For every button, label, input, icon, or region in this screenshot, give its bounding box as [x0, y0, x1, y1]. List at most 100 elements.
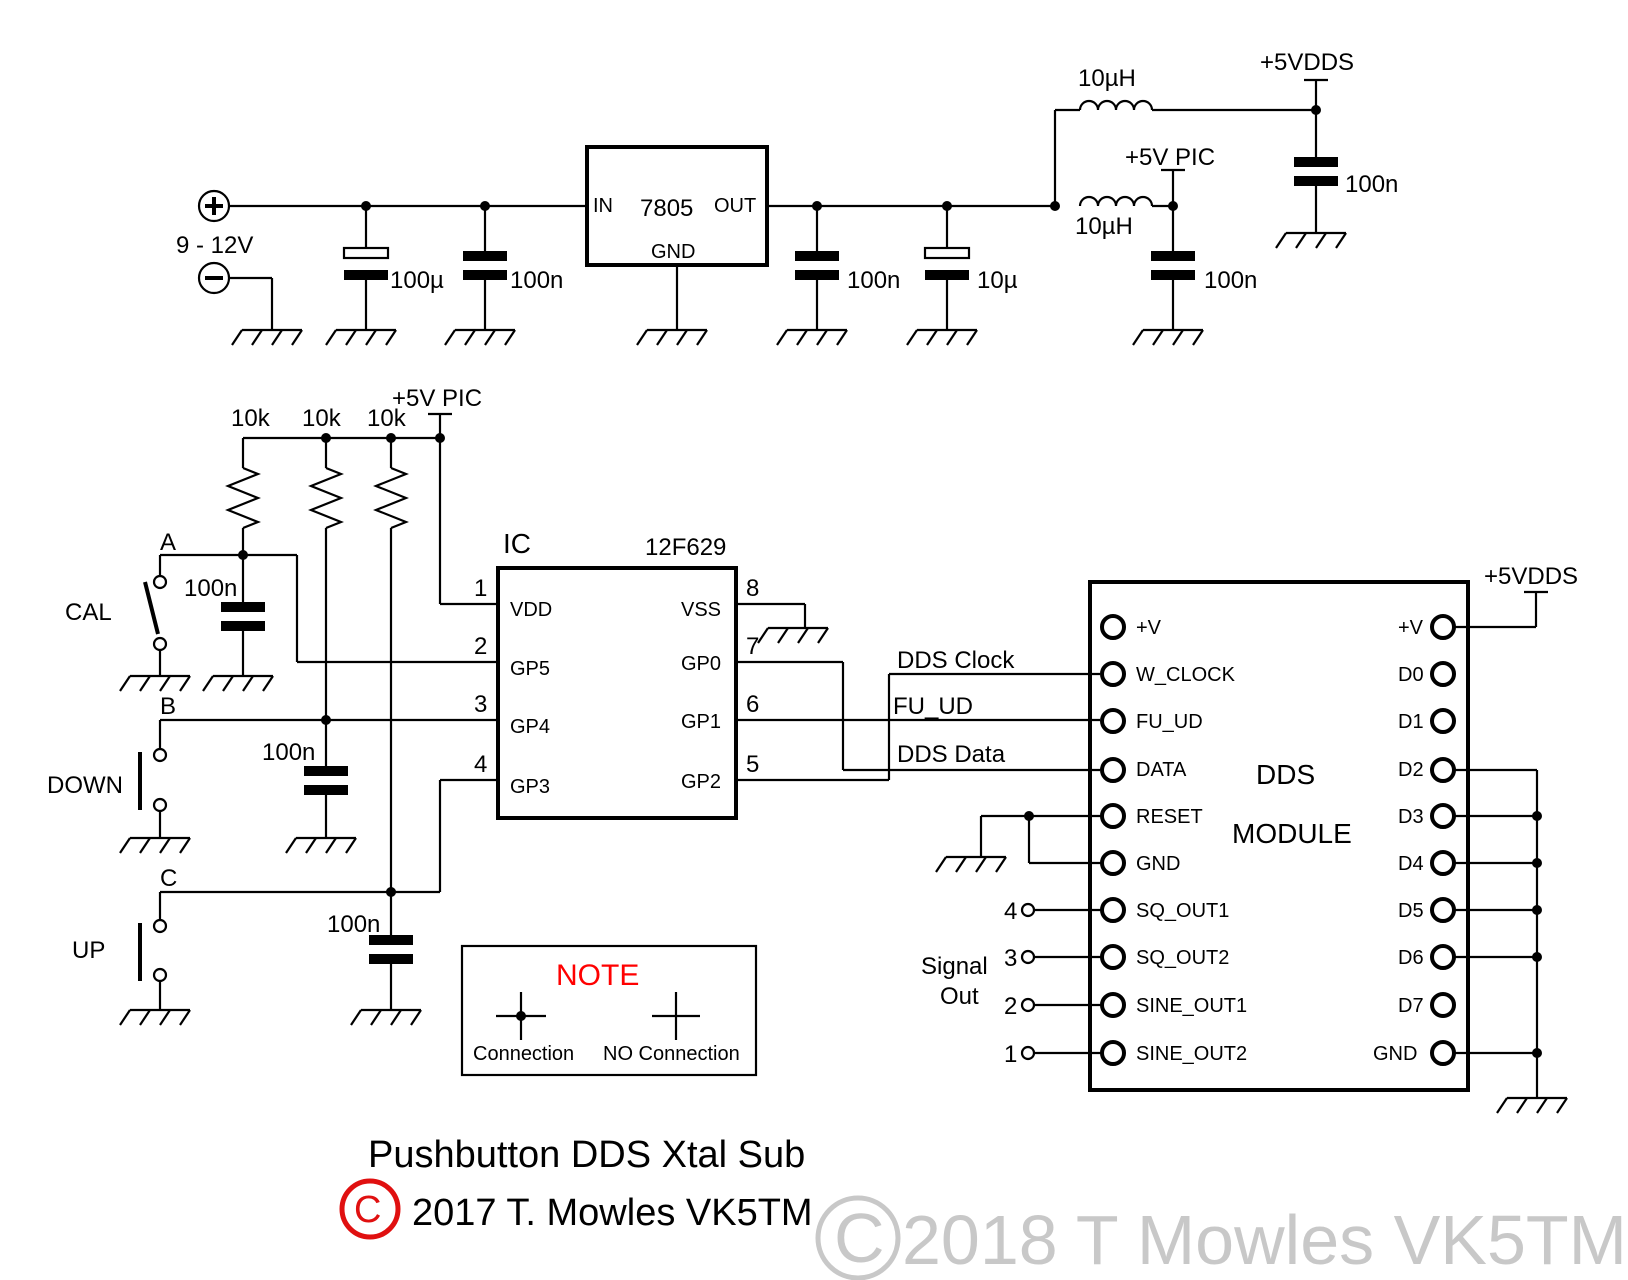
dds-pin-label: DATA: [1136, 759, 1187, 781]
input-voltage-label: 9 - 12V: [176, 232, 253, 259]
up-button-label: UP: [72, 937, 105, 964]
dds-pin-label: D7: [1398, 995, 1424, 1017]
pin-name: GP4: [510, 716, 550, 738]
dds-right-pins: +V D0 D1 D2 D3 D4 D5 D6 D7 GND: [1373, 614, 1456, 1066]
dds-pin-label: D1: [1398, 711, 1424, 733]
pin-number: 5: [746, 751, 759, 778]
pin-name: GP5: [510, 658, 550, 680]
resistor-label: 10k: [367, 405, 407, 432]
dds-pin-label: GND: [1136, 853, 1180, 875]
dds-pin-label: D0: [1398, 664, 1424, 686]
pin-number: 1: [474, 575, 487, 602]
electrolytic-capacitor-icon: [342, 246, 390, 260]
ground-icon: [230, 328, 304, 347]
dds-pin-label: D6: [1398, 947, 1424, 969]
ic-ref-label: IC: [503, 528, 531, 559]
regulator-in-label: IN: [593, 195, 613, 217]
node-b-label: B: [160, 693, 176, 720]
pin-name: VDD: [510, 599, 552, 621]
dds-pin-label: W_CLOCK: [1136, 664, 1236, 686]
cap-100u-label: 100µ: [390, 267, 444, 294]
signal-out-label-2: Out: [940, 983, 979, 1010]
dds-pin-label: RESET: [1136, 806, 1203, 828]
dds-pin-label: D2: [1398, 759, 1424, 781]
cap-100n-out-label: 100n: [847, 267, 900, 294]
resistor-label: 10k: [302, 405, 342, 432]
switch-icon: [143, 581, 160, 635]
pin-name: GP3: [510, 776, 550, 798]
out-number: 1: [1004, 1041, 1017, 1068]
note-box: NOTE Connection NO Connection: [460, 944, 758, 1077]
dds-pin-label: FU_UD: [1136, 711, 1203, 733]
rail-pic-label: +5V PIC: [1125, 144, 1215, 171]
rail-dds-label: +5VDDS: [1260, 49, 1354, 76]
note-connection-label: Connection: [473, 1043, 574, 1065]
dds-pin-label: +V: [1136, 617, 1162, 639]
pin-name: VSS: [681, 599, 721, 621]
signal-out-label-1: Signal: [921, 953, 988, 980]
inductor-dds-label: 10µH: [1078, 65, 1136, 92]
pin-number: 7: [746, 633, 759, 660]
copyright-icon: [339, 1178, 401, 1240]
junction-dot-icon: [516, 1011, 526, 1021]
pin-number: 4: [474, 751, 487, 778]
cap-100n-dds-label: 100n: [1345, 171, 1398, 198]
control-rail-label: +5V PIC: [392, 385, 482, 412]
dds-pin-label: D4: [1398, 853, 1424, 875]
note-no-connection-label: NO Connection: [603, 1043, 740, 1065]
cap-10u-label: 10µ: [977, 267, 1018, 294]
dds-pin-label: D5: [1398, 900, 1424, 922]
regulator-gnd-label: GND: [651, 241, 695, 263]
signal-clock-label: DDS Clock: [897, 647, 1015, 674]
regulator-out-label: OUT: [714, 195, 756, 217]
cal-button-label: CAL: [65, 599, 112, 626]
inductor-pic-label: 10µH: [1075, 213, 1133, 240]
dds-pin-label: SINE_OUT1: [1136, 995, 1247, 1017]
down-button-label: DOWN: [47, 772, 123, 799]
ic-part-label: 12F629: [645, 534, 726, 561]
node-c-label: C: [160, 865, 177, 892]
regulator-part-label: 7805: [640, 195, 693, 222]
watermark-text: 2018 T Mowles VK5TM: [902, 1201, 1627, 1279]
title-block: Pushbutton DDS Xtal Sub C 2017 T. Mowles…: [339, 1134, 813, 1240]
cap-100n-in-label: 100n: [510, 267, 563, 294]
dds-pin-label: D3: [1398, 806, 1424, 828]
pin-name: GP1: [681, 711, 721, 733]
dds-pin-label: GND: [1373, 1043, 1417, 1065]
dds-pin-label: SINE_OUT2: [1136, 1043, 1247, 1065]
pin-name: GP0: [681, 653, 721, 675]
copyright-symbol: C: [354, 1189, 381, 1231]
dds-pin-label: SQ_OUT2: [1136, 947, 1229, 969]
control-section: +5V PIC 10k 10k 10k A: [47, 385, 498, 1027]
pin-number: 3: [474, 691, 487, 718]
capacitor-icon: [463, 251, 507, 261]
out-number: 2: [1004, 993, 1017, 1020]
pin-number: 8: [746, 575, 759, 602]
power-supply: 9 - 12V 100µ 100n IN 7805 OUT GND: [176, 49, 1398, 347]
pin-name: GP2: [681, 771, 721, 793]
resistor-icon: [225, 466, 261, 530]
dds-pin-label: +V: [1398, 617, 1424, 639]
out-number: 4: [1004, 898, 1017, 925]
cap-b-label: 100n: [262, 739, 315, 766]
pin-number: 2: [474, 633, 487, 660]
copyright-text: 2017 T. Mowles VK5TM: [412, 1192, 813, 1234]
watermark-copyright-icon: [815, 1195, 901, 1280]
inductor-icon: [1078, 99, 1154, 111]
watermark-symbol: C: [834, 1199, 885, 1277]
diagram-title: Pushbutton DDS Xtal Sub: [368, 1134, 805, 1176]
signal-data-label: DDS Data: [897, 741, 1006, 768]
ic-12f629: IC 12F629 1 VDD 2 GP5 3 GP4 4 GP3 8 VSS …: [474, 528, 1100, 820]
resistor-label: 10k: [231, 405, 271, 432]
cap-c-label: 100n: [327, 911, 380, 938]
note-title: NOTE: [556, 959, 639, 992]
dds-pin-label: SQ_OUT1: [1136, 900, 1229, 922]
cap-a-label: 100n: [184, 575, 237, 602]
dds-left-pins: +V W_CLOCK FU_UD DATA RESET GND SQ_OUT1 …: [1100, 614, 1247, 1066]
watermark: C 2018 T Mowles VK5TM: [815, 1195, 1627, 1280]
pin-number: 6: [746, 691, 759, 718]
dds-title-1: DDS: [1256, 759, 1315, 790]
cap-100n-pic-label: 100n: [1204, 267, 1257, 294]
dds-title-2: MODULE: [1232, 818, 1352, 849]
